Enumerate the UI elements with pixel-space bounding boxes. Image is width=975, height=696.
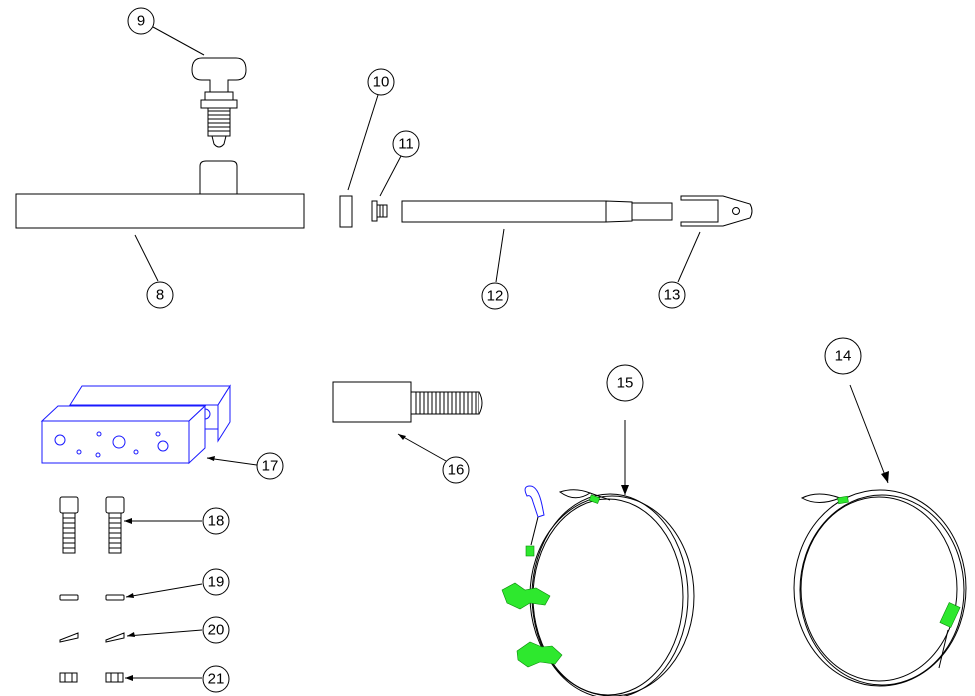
leader-14 [849, 384, 889, 484]
part-13-clevis [680, 195, 753, 227]
leader-9 [152, 26, 205, 56]
part-9-thread [207, 107, 231, 137]
balloon-15: 15 [606, 364, 644, 402]
balloon-14-label: 14 [835, 348, 852, 365]
part-11-screw [371, 200, 388, 222]
leader-16 [397, 433, 447, 462]
balloon-20: 20 [202, 616, 230, 644]
balloon-8-label: 8 [156, 287, 164, 304]
part-16-thread [415, 392, 477, 414]
leader-19 [125, 583, 203, 598]
balloon-10: 10 [367, 68, 395, 96]
balloon-17: 17 [256, 452, 284, 480]
part-18-cap-screws [59, 496, 125, 554]
part-19-pins [59, 594, 125, 601]
balloon-16: 16 [442, 456, 470, 484]
leader-13 [677, 231, 701, 283]
balloon-15-label: 15 [617, 375, 634, 392]
balloon-8: 8 [146, 281, 174, 309]
leader-8 [134, 234, 159, 282]
part-20-wedges [59, 632, 125, 643]
balloon-11: 11 [392, 130, 420, 158]
balloon-18-label: 18 [208, 513, 225, 530]
part-15-cable-assembly [501, 485, 695, 696]
leader-10 [347, 94, 379, 191]
part-8-crossbar [15, 160, 305, 229]
leader-15 [621, 420, 629, 495]
part-12-rod [401, 200, 673, 223]
balloon-19: 19 [202, 568, 230, 596]
balloon-21: 21 [202, 665, 230, 693]
leader-20 [126, 629, 203, 637]
blue-snap-hook-icon [524, 485, 545, 518]
part-21-nuts [59, 672, 124, 683]
balloon-9-label: 9 [137, 13, 145, 30]
balloon-19-label: 19 [208, 574, 225, 591]
balloon-18: 18 [202, 507, 230, 535]
balloon-12-label: 12 [487, 288, 504, 305]
balloon-17-label: 17 [262, 458, 279, 475]
balloon-12: 12 [481, 282, 509, 310]
balloon-16-label: 16 [448, 462, 465, 479]
leader-12 [495, 228, 505, 283]
leader-17 [206, 456, 258, 466]
part-10-spacer [339, 195, 353, 228]
green-cable-fittings [501, 582, 563, 668]
leader-11 [379, 155, 402, 197]
part-17-mounting-blocks [40, 384, 231, 465]
balloon-10-label: 10 [373, 74, 390, 91]
leader-18 [124, 518, 202, 524]
part-9-t-handle-pin [191, 57, 247, 148]
balloon-9: 9 [127, 7, 155, 35]
balloon-11-label: 11 [398, 136, 414, 153]
part-16-standoff [332, 381, 483, 423]
balloon-20-label: 20 [208, 622, 225, 639]
balloon-13-label: 13 [664, 287, 681, 304]
balloon-14: 14 [824, 337, 862, 375]
balloon-21-label: 21 [208, 671, 225, 688]
part-14-cable-loop [793, 489, 967, 687]
balloon-13: 13 [658, 281, 686, 309]
leader-21 [125, 675, 202, 681]
